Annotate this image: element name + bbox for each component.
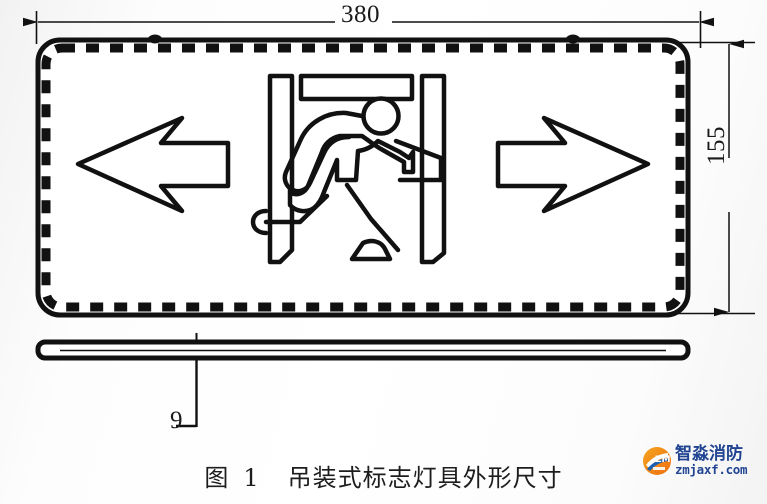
figure-right-arm: [393, 138, 444, 183]
watermark: 智淼消防 zmjaxf.com: [641, 437, 767, 485]
door-lintel: [298, 73, 415, 102]
figure-back-leg: [263, 193, 330, 225]
door-post-left: [267, 73, 295, 265]
svg-text:ZM: ZM: [655, 455, 671, 465]
caption-number: 1: [243, 464, 260, 492]
watermark-url: zmjaxf.com: [675, 461, 748, 477]
figure-upper-body: [282, 110, 365, 194]
mounting-nub-right: [566, 34, 580, 44]
sign-body-front-view: [35, 34, 691, 318]
sign-dashed-border: [41, 43, 685, 312]
figure-front-leg: [344, 182, 401, 253]
caption-title: 吊装式标志灯具外形尺寸: [287, 464, 563, 492]
zmjaxf-logo-icon: ZM: [643, 447, 671, 475]
left-direction-arrow: [75, 115, 231, 214]
running-man-exit-pictogram: [250, 73, 447, 265]
watermark-logo-spacer: [641, 446, 671, 476]
watermark-text-group: 智淼消防 zmjaxf.com: [675, 443, 748, 477]
dimension-label-thickness: 9: [170, 407, 183, 434]
caption-label: 图: [204, 464, 230, 492]
door-post-right: [419, 73, 447, 265]
dimension-label-width: 380: [341, 1, 380, 28]
dimension-label-height: 155: [703, 126, 730, 165]
right-direction-arrow: [495, 115, 651, 214]
mounting-nub-left: [148, 34, 162, 44]
dimension-9-leader: [176, 333, 198, 428]
sign-inner-field: [52, 54, 674, 301]
side-profile-bar: [35, 339, 691, 361]
figure-front-foot: [349, 238, 393, 262]
watermark-brand: 智淼消防: [675, 443, 743, 464]
figure-back-foot: [250, 208, 269, 236]
